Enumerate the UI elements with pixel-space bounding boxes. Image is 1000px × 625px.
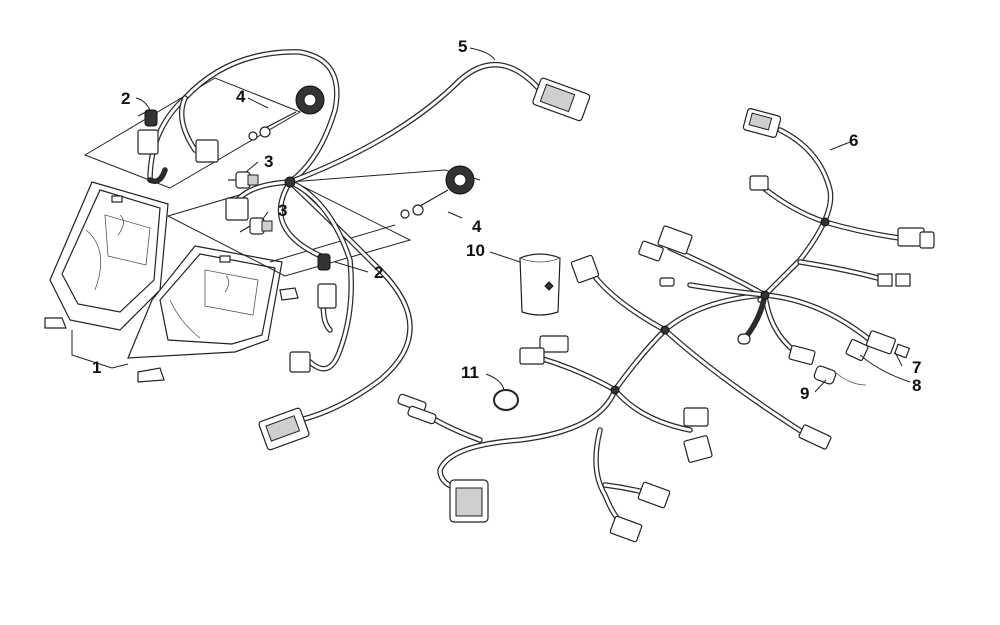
connector-centre-upper <box>638 225 693 287</box>
bulb-lower <box>239 217 273 235</box>
harness-right <box>417 127 918 528</box>
connector-left-pair <box>519 335 569 365</box>
bulb-upper <box>228 171 259 189</box>
socket-lower <box>317 253 337 309</box>
callout-6: 6 <box>849 131 858 150</box>
adjuster-lower <box>400 165 475 219</box>
connector-lower-plug <box>258 351 311 451</box>
callout-10: 10 <box>466 241 485 260</box>
connector-leads <box>397 393 437 425</box>
harness-left <box>147 49 543 423</box>
connector-bottom-b <box>609 515 643 543</box>
callout-4-upper: 4 <box>236 87 246 106</box>
callout-3-upper: 3 <box>264 152 273 171</box>
sleeve <box>519 253 561 316</box>
connector-right-pair <box>877 273 911 287</box>
connector-right-small <box>749 175 769 191</box>
callout-11: 11 <box>461 363 479 382</box>
connector-right-double <box>897 227 935 249</box>
cap-connector <box>813 365 867 386</box>
headlight-right <box>127 245 299 383</box>
connector-harness-end <box>532 77 591 122</box>
callout-5: 5 <box>458 37 467 56</box>
callout-1: 1 <box>92 358 101 377</box>
connector-socket-mid <box>195 139 249 221</box>
clamp <box>493 389 519 411</box>
connector-right-mid <box>737 333 816 366</box>
callout-2-upper: 2 <box>121 89 130 108</box>
callout-3-lower: 3 <box>278 201 287 220</box>
callout-2-lower: 2 <box>374 263 383 282</box>
fuse-holder <box>845 330 911 361</box>
callout-8: 8 <box>912 376 921 395</box>
connector-large-plug <box>449 479 489 523</box>
connector-bottom-a <box>637 481 671 509</box>
connector-centre-low <box>683 407 713 463</box>
adjuster-upper <box>248 85 325 141</box>
connector-right-low <box>798 424 832 450</box>
connector-centre-left <box>570 254 600 284</box>
socket-upper <box>137 109 159 155</box>
headlight-left <box>44 181 169 331</box>
callout-4-lower: 4 <box>472 217 482 236</box>
connector-right-top <box>742 108 782 138</box>
callout-9: 9 <box>800 384 809 403</box>
callout-7: 7 <box>912 358 921 377</box>
